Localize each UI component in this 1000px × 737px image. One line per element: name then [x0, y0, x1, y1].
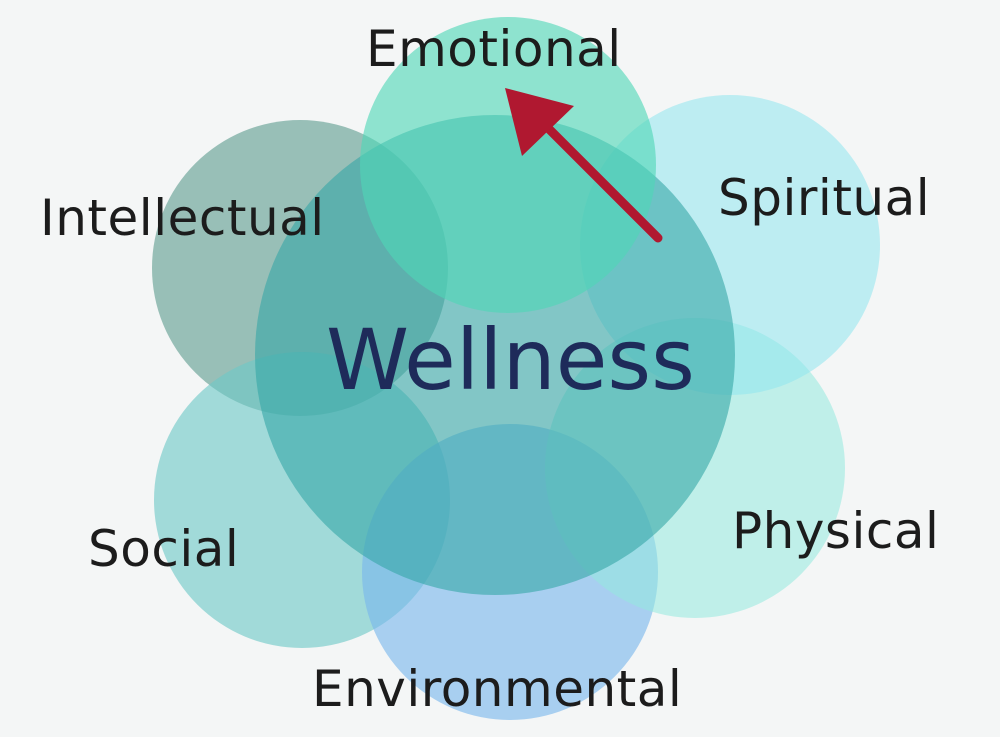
social-label: Social	[88, 520, 240, 578]
emotional-label: Emotional	[366, 20, 622, 78]
physical-label: Physical	[732, 502, 940, 560]
wellness-center-label: Wellness	[326, 311, 695, 409]
environmental-label: Environmental	[312, 660, 683, 718]
arrow-to-emotional	[505, 88, 663, 243]
emotional-circle	[360, 17, 656, 313]
spiritual-label: Spiritual	[718, 169, 931, 227]
intellectual-label: Intellectual	[40, 189, 325, 247]
